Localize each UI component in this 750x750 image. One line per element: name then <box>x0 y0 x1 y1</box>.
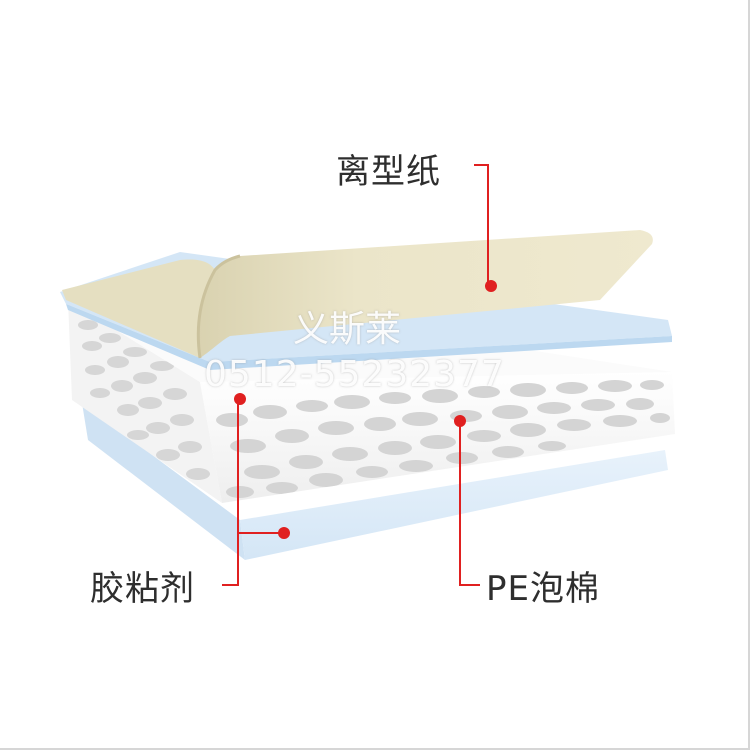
release-paper-sheet <box>62 230 653 359</box>
watermark-company-name: 义斯莱 <box>293 309 402 350</box>
callout-adhesive <box>222 393 290 586</box>
watermark-phone: 0512-55232377 <box>204 354 505 395</box>
callout-release-paper <box>474 164 497 292</box>
label-adhesive: 胶粘剂 <box>90 569 195 609</box>
label-release-paper: 离型纸 <box>336 152 441 192</box>
callout-pe-foam <box>454 415 480 586</box>
label-pe-foam: PE泡棉 <box>486 569 600 609</box>
bottom-adhesive-layer <box>82 403 668 560</box>
